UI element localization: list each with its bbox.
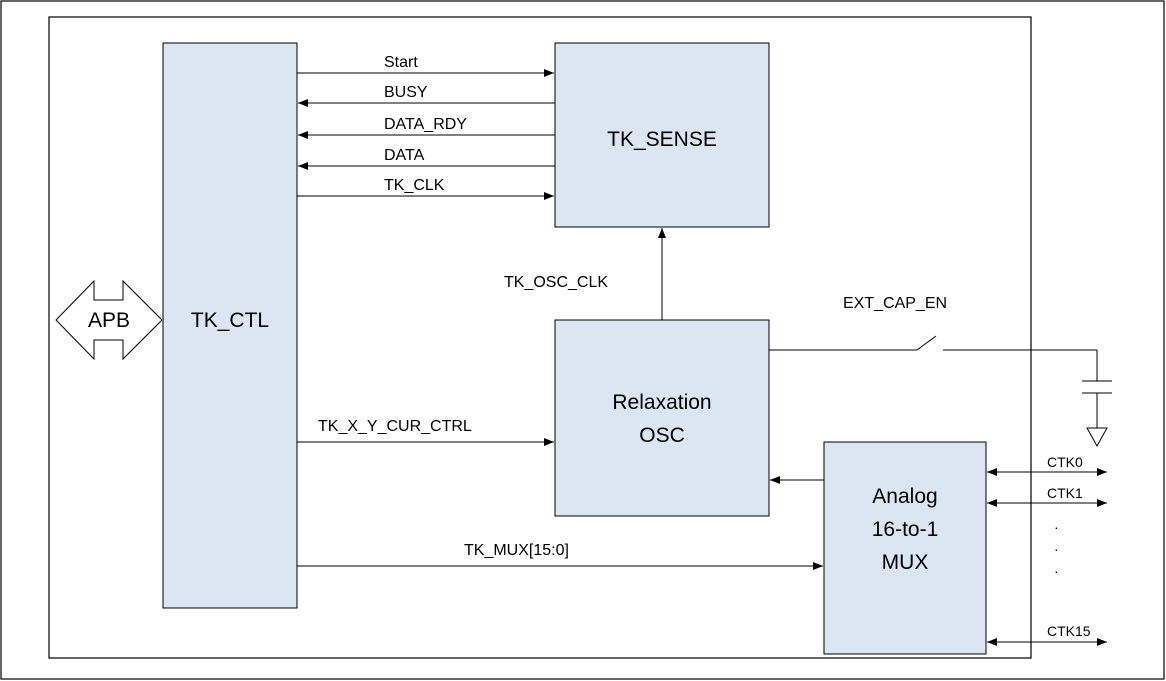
ctk0-label: CTK0: [1047, 454, 1083, 470]
apb-bus-arrow: [55, 279, 163, 361]
analog-mux-label-line1: Analog: [872, 485, 937, 508]
system-boundary: [48, 16, 1032, 659]
tk-osc-clk-label: TK_OSC_CLK: [504, 274, 608, 291]
tk-clk-signal-label: TK_CLK: [384, 177, 445, 194]
relaxation-osc-label-line2: OSC: [639, 424, 685, 447]
tk-sense-label: TK_SENSE: [607, 128, 717, 151]
pin-ellipsis-dot: ·: [1054, 563, 1059, 579]
data-signal-label: DATA: [384, 147, 425, 164]
analog-mux-label-line3: MUX: [882, 551, 929, 574]
ctk15-label: CTK15: [1047, 623, 1091, 639]
tk-ctl-label: TK_CTL: [191, 309, 269, 332]
start-signal-label: Start: [384, 54, 418, 71]
cur-ctrl-label: TK_X_Y_CUR_CTRL: [318, 418, 472, 435]
apb-label: APB: [88, 309, 130, 332]
tk-ctl-block: [162, 42, 298, 609]
tk-sense-block: [554, 42, 770, 228]
pin-ellipsis-dot: ·: [1054, 541, 1059, 557]
tk-mux-label: TK_MUX[15:0]: [464, 542, 569, 559]
pin-ellipsis-dot: ·: [1054, 519, 1059, 535]
relaxation-osc-block: [554, 319, 770, 517]
ground-icon: [1086, 427, 1108, 448]
relaxation-osc-label-line1: Relaxation: [612, 391, 711, 414]
busy-signal-label: BUSY: [384, 84, 428, 101]
data-rdy-signal-label: DATA_RDY: [384, 116, 467, 133]
analog-mux-label-line2: 16-to-1: [872, 518, 939, 541]
analog-mux-block: [823, 441, 987, 655]
ext-cap-switch: [916, 335, 937, 351]
ext-cap-en-label: EXT_CAP_EN: [843, 295, 947, 312]
ctk1-label: CTK1: [1047, 485, 1083, 501]
